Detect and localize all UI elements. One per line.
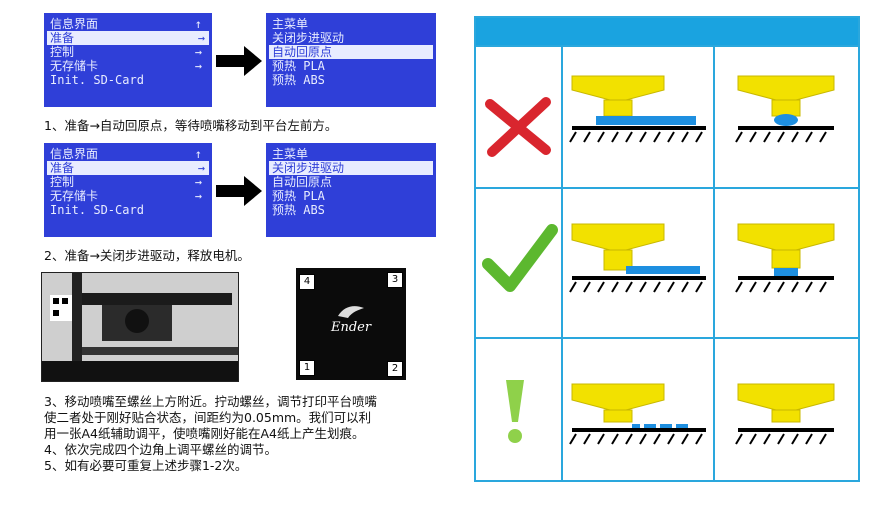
lcd-row: 无存储卡→ [50, 59, 202, 73]
lcd-row-selected: 关闭步进驱动 [269, 161, 433, 175]
nozzle-correct-detail [735, 223, 835, 293]
nozzle-correct-wide [569, 223, 706, 293]
lcd-row: 预热 PLA [272, 189, 325, 203]
step-text-line: 3、移动喷嘴至螺丝上方附近。拧动螺丝，调节打印平台喷嘴 [44, 394, 377, 409]
cross-icon [485, 97, 551, 157]
lcd-row: 控制→ [50, 175, 202, 189]
nozzle-too-close-detail [735, 75, 835, 143]
lcd-row: 主菜单 [272, 147, 309, 161]
corner-label: 2 [387, 361, 403, 377]
step-1-caption: 1、准备→自动回原点，等待喷嘴移动到平台左前方。 [44, 118, 338, 133]
step-2-caption: 2、准备→关闭步进驱动，释放电机。 [44, 248, 250, 263]
nozzle-too-far-detail [735, 383, 835, 445]
printer-photo [41, 272, 239, 382]
nozzle-too-close-wide [569, 75, 706, 143]
check-icon [482, 224, 558, 292]
corner-label: 4 [299, 274, 315, 290]
lcd-screen-prepare-menu-1: 主菜单 关闭步进驱动 自动回原点 预热 PLA 预热 ABS [266, 13, 436, 107]
step-3-5-text: 3、移动喷嘴至螺丝上方附近。拧动螺丝，调节打印平台喷嘴 使二者处于刚好贴合状态，… [44, 394, 454, 474]
step-text-line: 使二者处于刚好贴合状态，间距约为0.05mm。我们可以利 [44, 410, 372, 425]
lcd-row-selected: 准备→ [47, 31, 209, 45]
lcd-row: 控制→ [50, 45, 202, 59]
lcd-screen-main-menu-2: 信息界面↑ 准备→ 控制→ 无存储卡→ Init. SD-Card [44, 143, 212, 237]
lcd-screen-prepare-menu-2: 主菜单 关闭步进驱动 自动回原点 预热 PLA 预热 ABS [266, 143, 436, 237]
lcd-row: 关闭步进驱动 [272, 31, 345, 45]
lcd-row-selected: 准备→ [47, 161, 209, 175]
corner-label: 1 [299, 360, 315, 376]
right-arrow-icon [216, 46, 262, 76]
lcd-row: 信息界面↑ [50, 17, 202, 31]
panel-header [476, 18, 858, 46]
lcd-row: 预热 ABS [272, 73, 325, 87]
corner-label: 3 [387, 272, 403, 288]
lcd-row: 信息界面↑ [50, 147, 202, 161]
lcd-row: 无存储卡→ [50, 189, 202, 203]
lcd-row-selected: 自动回原点 [269, 45, 433, 59]
dragon-logo-icon [338, 306, 364, 318]
printer-illustration [42, 273, 238, 381]
lcd-row: Init. SD-Card [50, 203, 144, 217]
lcd-row: 自动回原点 [272, 175, 333, 189]
lcd-screen-main-menu-1: 信息界面↑ 准备→ 控制→ 无存储卡→ Init. SD-Card [44, 13, 212, 107]
lcd-row: 预热 PLA [272, 59, 325, 73]
lcd-row: 预热 ABS [272, 203, 325, 217]
exclamation-icon [506, 380, 524, 443]
nozzle-too-far-wide [569, 383, 706, 445]
lcd-row: 主菜单 [272, 17, 309, 31]
right-arrow-icon [216, 176, 262, 206]
print-bed-diagram: 4 3 1 2 Ender [296, 268, 406, 380]
nozzle-height-comparison-panel [474, 16, 860, 482]
nozzle-comparison-grid [476, 45, 858, 480]
step-text-line: 4、依次完成四个边角上调平螺丝的调节。 [44, 442, 277, 457]
brand-logo: Ender [330, 320, 372, 335]
step-text-line: 5、如有必要可重复上述步骤1-2次。 [44, 458, 248, 473]
step-text-line: 用一张A4纸辅助调平，使喷嘴刚好能在A4纸上产生划痕。 [44, 426, 365, 441]
lcd-row: Init. SD-Card [50, 73, 144, 87]
